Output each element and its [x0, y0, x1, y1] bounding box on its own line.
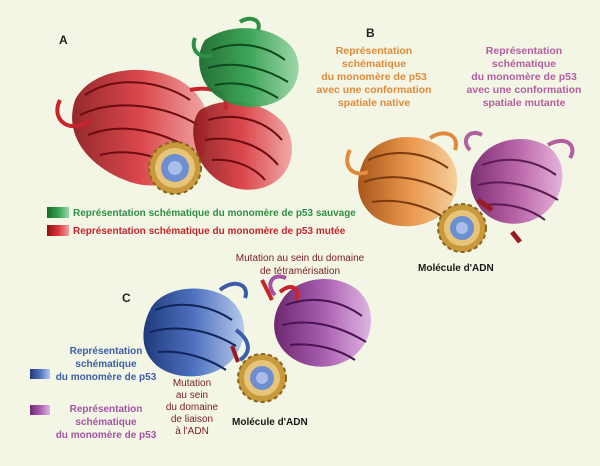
purple-legend-caption: Représentation schématique du monomère d…	[52, 403, 160, 442]
mutant-caption-line: Représentation	[485, 45, 563, 57]
mutation-marker-b2	[510, 230, 522, 244]
binding-domain-caption-line: au sein	[175, 390, 209, 401]
tetramerisation-caption-line: Mutation au sein du domaine	[235, 253, 365, 264]
tetramerisation-caption-line: de tétramérisation	[259, 266, 341, 277]
panel-label-a: A	[59, 33, 68, 47]
red-mutant-protein-right	[193, 101, 292, 190]
dna-molecule-a	[148, 141, 202, 195]
native-caption-line: du monomère de p53	[321, 71, 427, 83]
panel-c-figure	[143, 274, 372, 403]
binding-domain-caption-line: Mutation	[172, 378, 212, 389]
blue-legend-line: du monomère de p53	[55, 372, 157, 383]
blue-legend-line: schématique	[75, 359, 137, 370]
purple-legend-line: schématique	[75, 417, 137, 428]
dna-molecule-b	[437, 203, 487, 253]
native-caption-line: Représentation	[335, 45, 413, 57]
native-caption: Représentation schématique du monomère d…	[312, 45, 436, 110]
legend-mutant-label: Représentation schématique du monomère d…	[73, 226, 346, 237]
legend-wild-label: Représentation schématique du monomère d…	[73, 208, 356, 219]
native-caption-line: schématique	[341, 58, 407, 70]
purple-protein	[268, 274, 372, 367]
mutant-caption-line: schématique	[491, 58, 557, 70]
dna-label-c: Molécule d'ADN	[232, 417, 308, 428]
binding-domain-caption: Mutation au sein du domaine de liaison à…	[158, 378, 226, 438]
mutation-marker-b1	[476, 197, 494, 213]
green-wild-protein	[191, 16, 299, 107]
panel-label-c: C	[122, 291, 131, 305]
panel-a-figure	[55, 16, 299, 195]
binding-domain-caption-line: de liaison	[170, 414, 214, 425]
dna-molecule-c	[237, 353, 287, 403]
binding-mutation-marker	[230, 345, 240, 363]
blue-protein	[143, 281, 250, 377]
orange-native-protein	[345, 131, 458, 227]
mutant-caption-line: du monomère de p53	[471, 71, 577, 83]
mutant-caption: Représentation schématique du monomère d…	[462, 45, 586, 110]
legend-wild-swatch	[47, 207, 69, 218]
native-caption-line: spatiale native	[337, 97, 411, 109]
purple-legend-line: Représentation	[69, 404, 143, 415]
mauve-mutant-protein	[463, 130, 575, 224]
tetramerisation-caption: Mutation au sein du domaine de tétraméri…	[225, 252, 375, 278]
tetramerisation-loop	[260, 279, 299, 301]
legend-purple-swatch	[30, 405, 50, 415]
blue-legend-line: Représentation	[69, 346, 143, 357]
mutant-caption-line: spatiale mutante	[482, 97, 566, 109]
dna-label-b: Molécule d'ADN	[418, 263, 494, 274]
panel-b-figure	[345, 130, 575, 253]
native-caption-line: avec une conformation	[316, 84, 432, 96]
blue-legend-caption: Représentation schématique du monomère d…	[52, 345, 160, 384]
legend-mutant-swatch	[47, 225, 69, 236]
panel-label-b: B	[366, 26, 375, 40]
mutant-caption-line: avec une conformation	[466, 84, 582, 96]
binding-domain-caption-line: à l'ADN	[175, 426, 209, 437]
binding-domain-caption-line: du domaine	[165, 402, 219, 413]
legend-blue-swatch	[30, 369, 50, 379]
purple-legend-line: du monomère de p53	[55, 430, 157, 441]
